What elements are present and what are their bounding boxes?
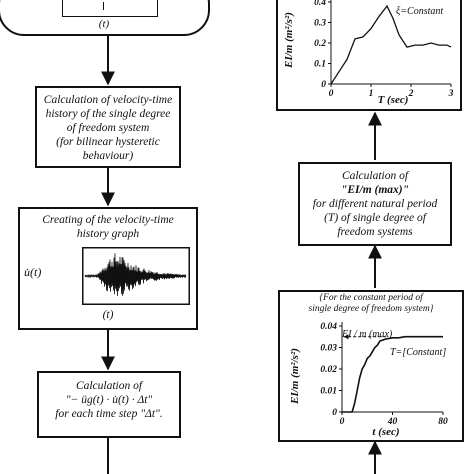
x-tick-label: 0 (329, 89, 334, 99)
velocity-waveform-frame (82, 247, 190, 305)
energy-calc-formula: "− üg(t) · u̇(t) · Δt" (65, 394, 153, 406)
velocity-waveform (84, 253, 187, 297)
x-tick-label: 1 (369, 89, 374, 99)
max-calc-line-3: for different natural period (312, 198, 438, 210)
x-tick-label: 40 (387, 417, 398, 427)
bottom-chart-header-2: single degree of freedom system} (308, 304, 434, 314)
max-calc-formula: "EI/m (max)" (340, 184, 410, 196)
velocity-graph-title-1: Creating of the velocity-time (42, 214, 174, 226)
top-inner-graph-frame (62, 0, 158, 17)
velocity-graph-y-label: u̇(t) (24, 265, 42, 279)
bottom-chart-period-label: T=[Constant] (390, 347, 446, 358)
bottom-chart-max-label: EI / m (max) (341, 329, 393, 340)
x-tick-label: 80 (438, 417, 448, 427)
velocity-calc-line-3: of freedom system (66, 122, 150, 134)
energy-calc-line-3: for each time step "Δt". (55, 408, 163, 420)
top-inner-tick (103, 2, 104, 10)
max-calc-line-5: freedom systems (337, 226, 413, 238)
velocity-calc-line-2: history of the single degree (45, 108, 171, 120)
box-top-chart: 0 1 2 3 0 0.1 0.2 0.3 0.4 ξ=Constant T (sec) EI/… (276, 0, 462, 111)
top-rounded-box: (t) (0, 0, 210, 36)
x-tick-label: 2 (408, 89, 414, 99)
box-velocity-graph: Creating of the velocity-time history gr… (18, 207, 198, 330)
y-tick-label: 0.01 (320, 387, 337, 397)
bottom-chart-svg: 0 40 80 0 0.01 0.02 0.03 0.04 EI / m (max) T=[C… (289, 322, 448, 438)
y-tick-label: 0.3 (314, 19, 326, 29)
top-chart-y-label: EI/m (m²/s²) (283, 12, 295, 69)
box-energy-calc: Calculation of "− üg(t) · u̇(t) · Δt" fo… (37, 371, 181, 438)
bottom-chart-series-line (342, 335, 443, 413)
top-chart-x-label: T (sec) (378, 94, 409, 106)
x-tick-label: 0 (340, 417, 345, 427)
energy-calc-line-1: Calculation of (75, 380, 143, 392)
top-chart-annotation: ξ=Constant (396, 6, 443, 17)
bottom-chart-x-label: t (sec) (372, 426, 399, 438)
box-bottom-chart: {For the constant period of single degre… (278, 290, 464, 442)
top-chart-series-line (330, 4, 452, 85)
box-velocity-calc: Calculation of velocity-time history of … (35, 86, 181, 168)
y-tick-label: 0.04 (320, 322, 337, 332)
y-tick-label: 0.2 (314, 39, 326, 49)
velocity-calc-line-5: behaviour) (82, 150, 134, 162)
bottom-chart-header-1: {For the constant period of (319, 293, 423, 303)
velocity-calc-line-1: Calculation of velocity-time (43, 94, 173, 106)
velocity-graph-x-label: (t) (102, 309, 114, 321)
velocity-graph-title-2: history graph (76, 228, 140, 240)
velocity-calc-line-4: (for bilinear hysteretic (56, 136, 160, 148)
top-chart-svg: 0 1 2 3 0 0.1 0.2 0.3 0.4 ξ=Constant T (sec) EI/… (283, 0, 454, 106)
y-tick-label: 0.1 (314, 60, 326, 70)
y-tick-label: 0 (321, 80, 326, 90)
max-calc-line-1: Calculation of (341, 170, 409, 182)
y-tick-label: 0 (332, 408, 337, 418)
bottom-chart-y-label: EI/m (m²/s²) (289, 348, 301, 405)
y-tick-label: 0.03 (320, 344, 337, 354)
box-max-calc: Calculation of "EI/m (max)" for differen… (298, 162, 452, 246)
max-calc-line-4: (T) of single degree of (324, 212, 426, 224)
top-axis-label: (t) (98, 18, 110, 30)
x-tick-label: 3 (448, 89, 454, 99)
y-tick-label: 0.4 (314, 0, 326, 8)
y-tick-label: 0.02 (320, 365, 337, 375)
